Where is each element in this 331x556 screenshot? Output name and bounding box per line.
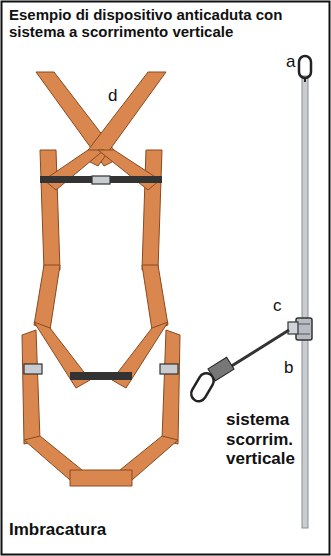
waist-strap [70, 372, 132, 380]
part-letter: c [273, 296, 282, 316]
chest-strap [40, 176, 162, 183]
system-label: sistema scorrim. verticale [226, 410, 326, 469]
harness [22, 72, 180, 486]
buckle [24, 176, 178, 374]
title: Esempio di dispositivo anticaduta con si… [9, 6, 321, 41]
lanyard [208, 330, 289, 381]
vertical-rope [302, 76, 308, 528]
part-letter: a [286, 52, 295, 72]
part-letter: b [284, 358, 293, 378]
part-letter: d [108, 86, 117, 106]
carabiner [188, 371, 216, 404]
harness-label: Imbracatura [9, 520, 106, 540]
rope-slider [288, 318, 312, 340]
carabiner [299, 56, 311, 82]
